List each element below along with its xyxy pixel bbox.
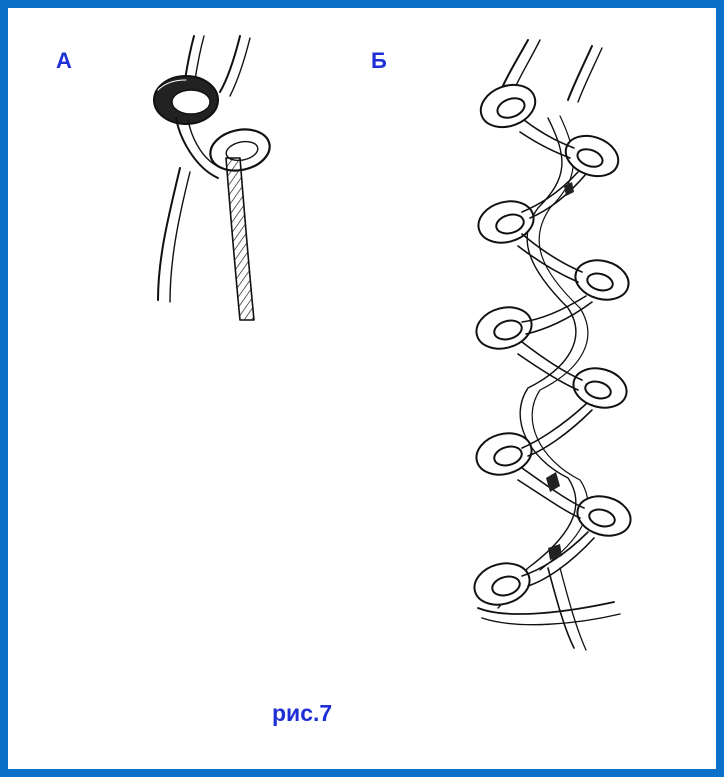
illustration-canvas xyxy=(8,8,716,769)
figure-panel: А Б xyxy=(8,8,716,769)
knot-a-illustration xyxy=(154,36,274,320)
figure-caption: рис.7 xyxy=(272,700,332,727)
chain-b-illustration xyxy=(470,40,635,650)
